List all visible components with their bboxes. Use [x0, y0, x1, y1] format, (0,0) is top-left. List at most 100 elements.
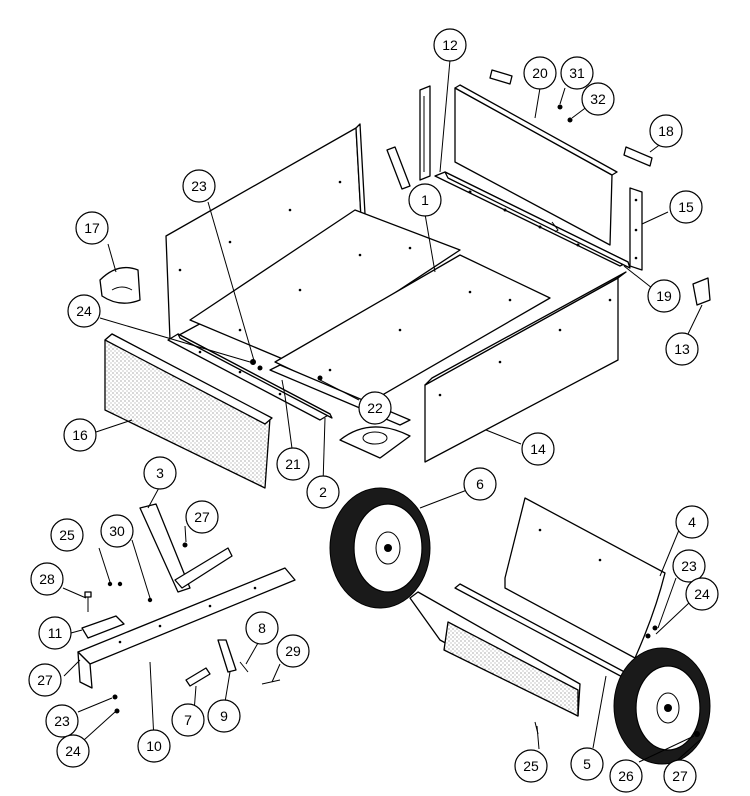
- part-10-tongue: [77, 567, 296, 689]
- part-2-front-rail: [167, 333, 333, 421]
- hardware-fasteners-lower: [107, 542, 188, 714]
- callout-14: 14: [521, 432, 555, 466]
- svg-text:22: 22: [367, 400, 383, 416]
- svg-text:27: 27: [37, 672, 53, 688]
- svg-text:30: 30: [109, 523, 125, 539]
- svg-text:11: 11: [48, 625, 63, 641]
- svg-text:24: 24: [65, 743, 81, 759]
- svg-text:29: 29: [285, 643, 301, 659]
- part-wheel-right: [613, 647, 711, 765]
- part-20-rear-panel: [454, 84, 618, 246]
- callout-18: 18: [649, 114, 683, 148]
- svg-text:14: 14: [530, 441, 546, 457]
- callout-10: 10: [137, 729, 171, 763]
- svg-text:7: 7: [184, 712, 192, 728]
- svg-text:20: 20: [532, 65, 548, 81]
- callout-12: 12: [433, 28, 467, 62]
- svg-text:2: 2: [319, 484, 327, 500]
- part-1-floor-rear: [189, 209, 461, 363]
- callout-27-left: 27: [28, 663, 62, 697]
- part-11-hitch-plate: [81, 615, 125, 639]
- svg-text:1: 1: [421, 192, 429, 208]
- svg-text:4: 4: [688, 514, 696, 530]
- callout-32: 32: [581, 82, 615, 116]
- callout-16: 16: [63, 418, 97, 452]
- svg-text:8: 8: [258, 620, 266, 636]
- callout-21: 21: [276, 447, 310, 481]
- part-28-pin: [84, 591, 92, 612]
- callout-30: 30: [100, 514, 134, 548]
- callout-17: 17: [75, 211, 109, 245]
- svg-text:27: 27: [194, 509, 210, 525]
- callout-25-left: 25: [50, 518, 84, 552]
- part-19-rear-rail: [434, 171, 631, 269]
- svg-text:12: 12: [442, 37, 458, 53]
- callout-27-right: 27: [663, 759, 697, 793]
- svg-text:23: 23: [191, 178, 207, 194]
- callout-19: 19: [647, 279, 681, 313]
- svg-text:19: 19: [656, 288, 672, 304]
- svg-text:23: 23: [681, 558, 697, 574]
- part-16-front-panel: [104, 333, 273, 489]
- svg-text:25: 25: [59, 527, 75, 543]
- part-7-9-8-29-hardware: [185, 639, 281, 687]
- svg-text:5: 5: [583, 756, 591, 772]
- callout-11: 11: [38, 616, 72, 650]
- callout-24-right: 24: [685, 577, 719, 611]
- svg-text:6: 6: [476, 476, 484, 492]
- svg-text:28: 28: [39, 571, 55, 587]
- callout-13: 13: [665, 332, 699, 366]
- svg-text:31: 31: [569, 65, 585, 81]
- svg-text:9: 9: [220, 708, 228, 724]
- svg-text:25: 25: [523, 758, 539, 774]
- callout-15: 15: [669, 190, 703, 224]
- callout-7: 7: [171, 703, 205, 737]
- svg-text:21: 21: [285, 456, 301, 472]
- callout-4: 4: [675, 505, 709, 539]
- callout-5: 5: [570, 747, 604, 781]
- svg-text:15: 15: [678, 199, 694, 215]
- callout-28: 28: [30, 562, 64, 596]
- callout-29: 29: [276, 634, 310, 668]
- part-13-corner: [692, 277, 711, 306]
- callouts: 12 20 31 32 18 15 13 19 1 23 17 24 16 21…: [28, 28, 719, 793]
- svg-text:13: 13: [674, 341, 690, 357]
- callout-2: 2: [306, 475, 340, 509]
- part-15-bracket: [629, 187, 643, 271]
- callout-1: 1: [408, 183, 442, 217]
- svg-text:24: 24: [694, 586, 710, 602]
- part-6-wheel: [329, 487, 431, 609]
- callout-25-right: 25: [514, 749, 548, 783]
- part-17-cap: [99, 266, 141, 304]
- part-axle-bracket: [409, 591, 581, 717]
- svg-text:3: 3: [156, 465, 164, 481]
- callout-26: 26: [609, 759, 643, 793]
- callout-22: 22: [358, 391, 392, 425]
- callout-6: 6: [463, 467, 497, 501]
- part-18-plate: [489, 69, 653, 167]
- part-3-handle-strut: [139, 503, 233, 593]
- callout-9: 9: [207, 699, 241, 733]
- part-31-32-hardware: [557, 104, 573, 123]
- svg-text:32: 32: [590, 91, 606, 107]
- hardware-axle-fasteners: [534, 625, 700, 737]
- svg-text:24: 24: [76, 303, 92, 319]
- svg-text:17: 17: [84, 220, 100, 236]
- callout-24-lower: 24: [56, 734, 90, 768]
- part-hub-cover: [339, 426, 411, 459]
- part-4-hopper-panel: [504, 497, 666, 659]
- svg-text:16: 16: [72, 427, 88, 443]
- callout-8: 8: [245, 611, 279, 645]
- callout-20: 20: [523, 56, 557, 90]
- callout-27-handle: 27: [185, 500, 219, 534]
- part-bracket-small-left: [386, 146, 411, 190]
- callout-23-right: 23: [672, 549, 706, 583]
- svg-text:10: 10: [146, 738, 162, 754]
- callout-23-lower: 23: [45, 704, 79, 738]
- svg-text:26: 26: [618, 768, 634, 784]
- part-14-side-panel-right: [424, 271, 627, 463]
- svg-text:27: 27: [672, 768, 688, 784]
- callout-23-upper: 23: [182, 169, 216, 203]
- callout-3: 3: [143, 456, 177, 490]
